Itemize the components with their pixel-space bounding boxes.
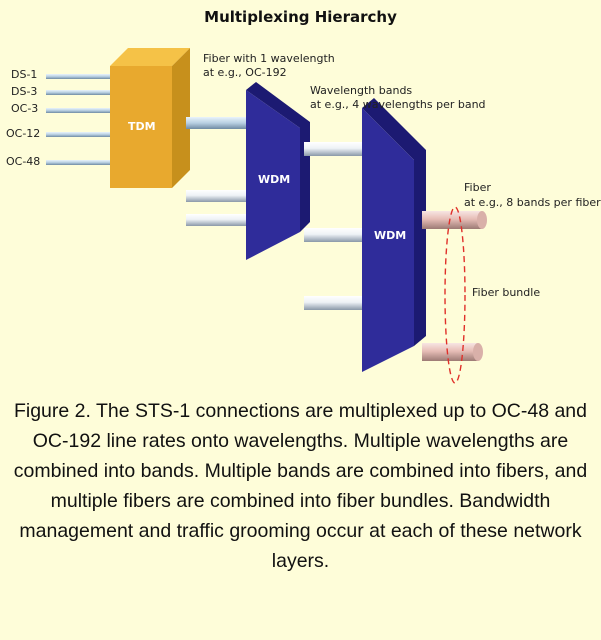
wavelength-bands-example: at e.g., 4 wavelengths per band [310,98,486,111]
diagram-title: Multiplexing Hierarchy [204,8,397,26]
wdm2-label: WDM [374,229,407,242]
wavelength-bands-label: Wavelength bands [310,84,413,97]
tdm-box [110,48,190,188]
figure-caption: Figure 2. The STS-1 connections are mult… [13,400,588,572]
fiber-bundle-loop [444,206,466,384]
signal-label-oc48: OC-48 [6,155,41,168]
output-fiber-2 [422,343,483,361]
band-fiber-1 [304,142,362,156]
fiber-bundle-label: Fiber bundle [472,286,541,299]
signal-label-ds1: DS-1 [11,68,38,81]
tdm-label: TDM [128,120,156,133]
signal-label-ds3: DS-3 [11,85,38,98]
band-fiber-2 [304,228,362,242]
signal-label-oc3: OC-3 [11,102,39,115]
fiber-label: Fiber [464,181,491,194]
wdm1-box [246,82,310,260]
signal-label-oc12: OC-12 [6,127,41,140]
wdm1-label: WDM [258,173,291,186]
wavelength-input-2 [186,214,246,226]
fiber-one-wavelength-example: at e.g., OC-192 [203,66,287,79]
fiber-tdm-to-wdm [186,117,246,129]
wdm2-box [362,98,426,372]
diagram-canvas [46,48,487,384]
wavelength-input-1 [186,190,246,202]
fiber-example: at e.g., 8 bands per fiber [464,196,601,209]
fiber-one-wavelength-label: Fiber with 1 wavelength [203,52,335,65]
signal-lines [46,74,116,165]
band-fiber-3 [304,296,362,310]
output-fiber-1 [422,211,487,229]
